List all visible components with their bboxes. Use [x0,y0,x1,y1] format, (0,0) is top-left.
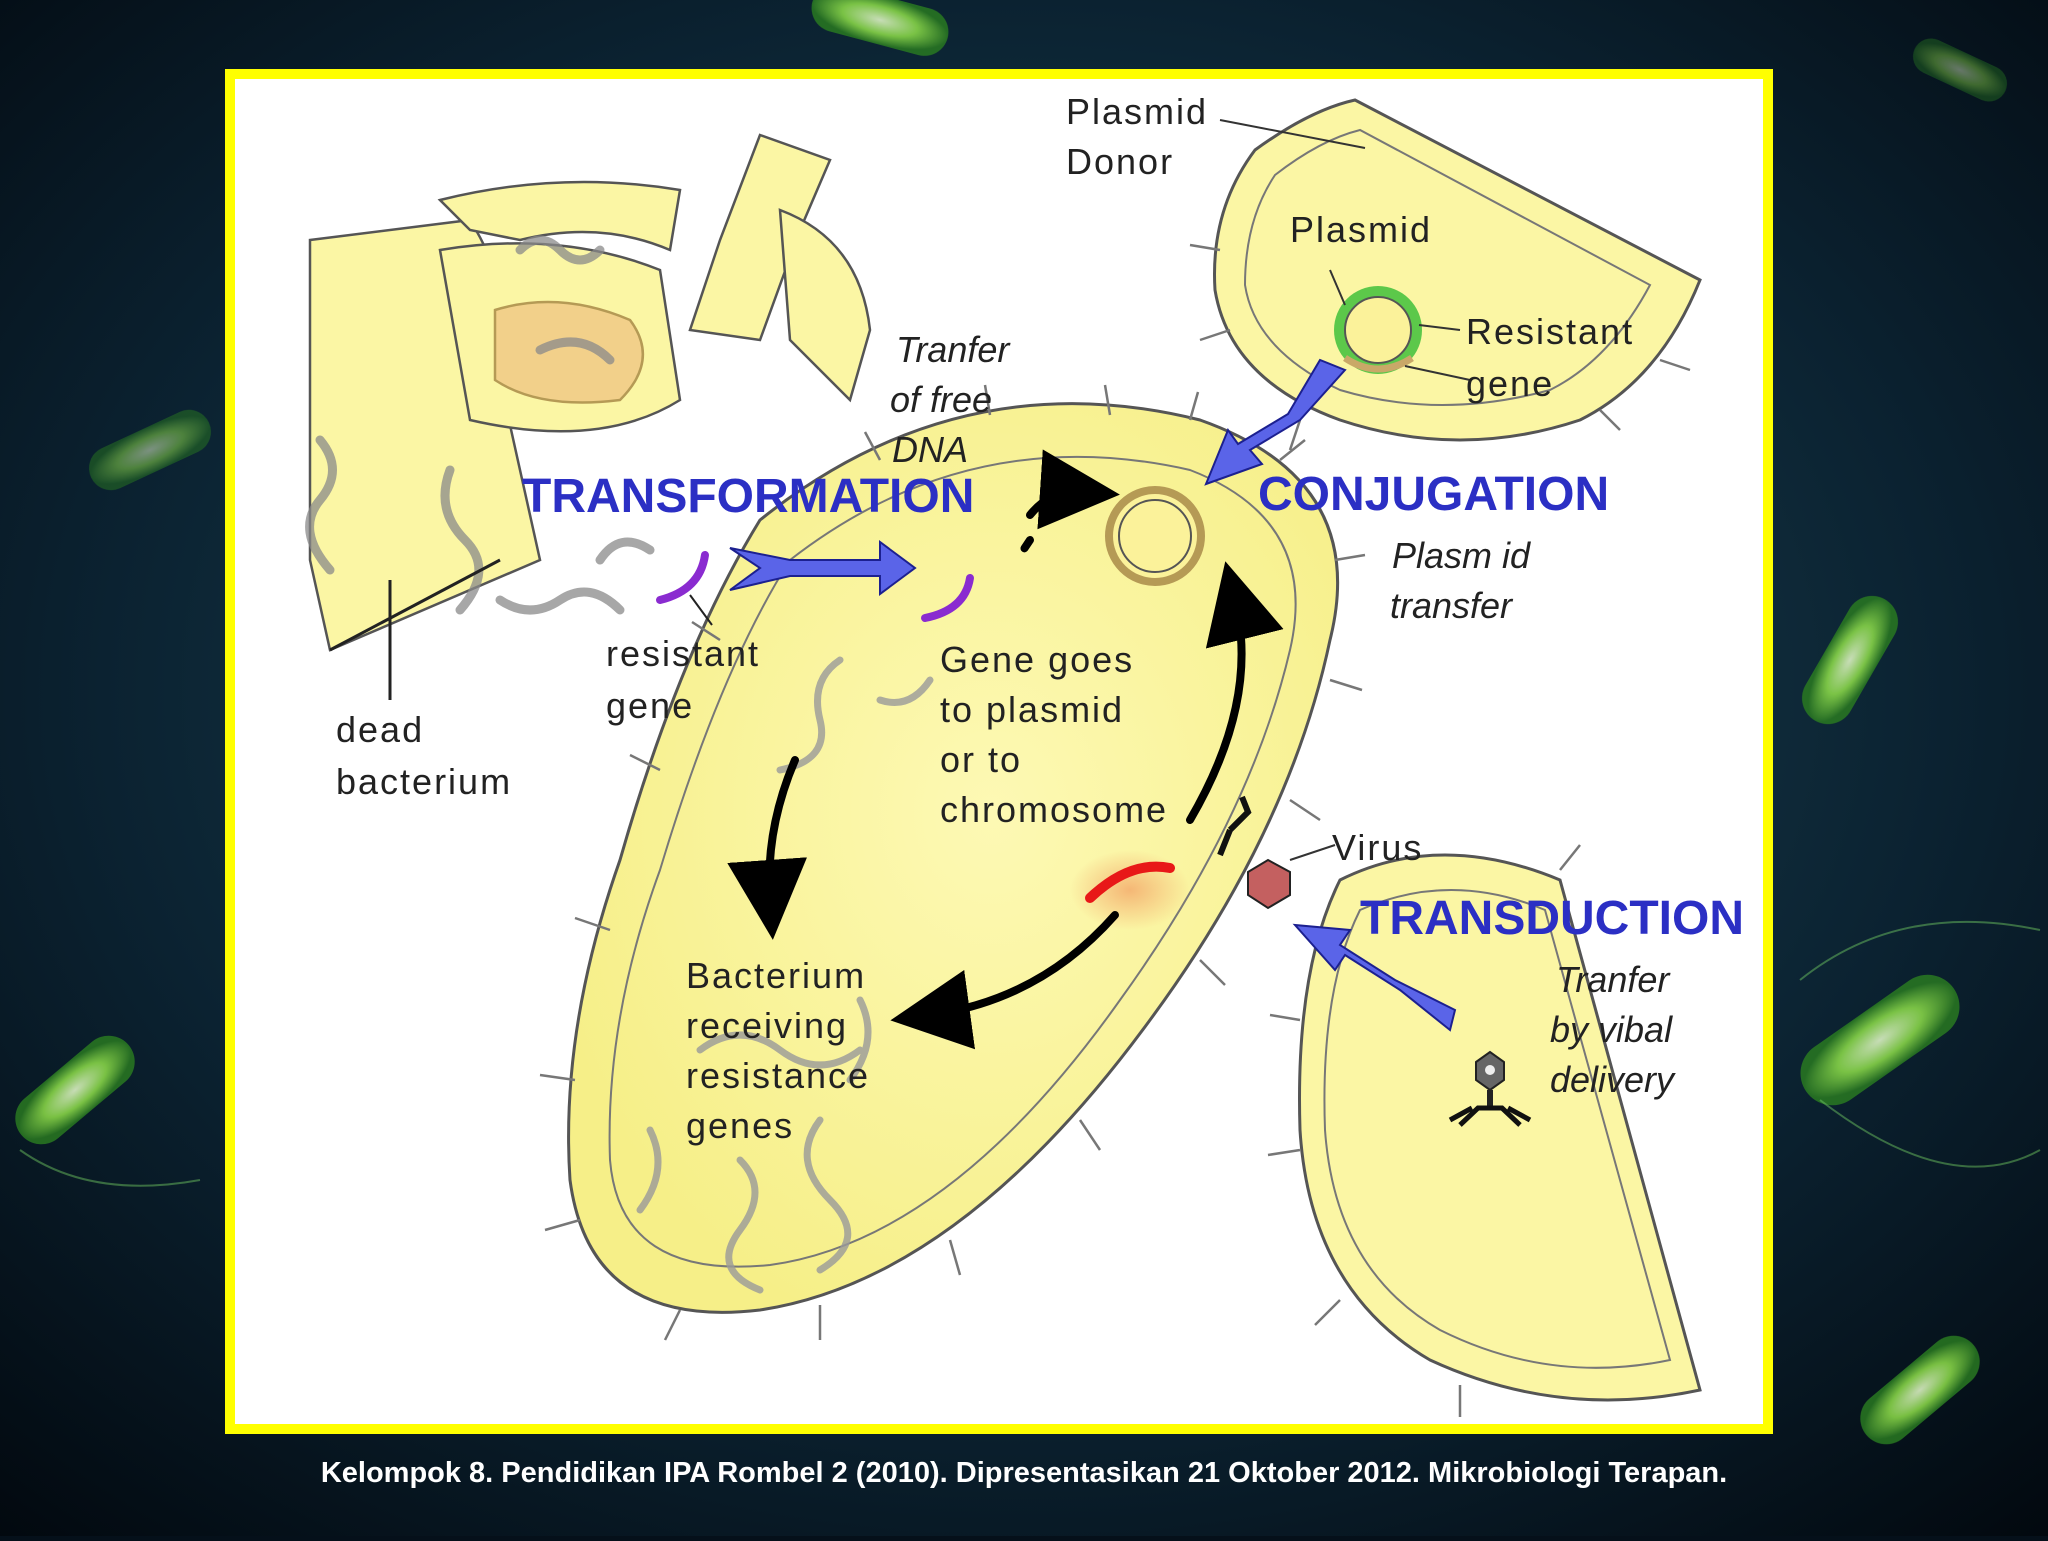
heading-transformation: TRANSFORMATION [522,470,974,523]
transduction-donor-cell [1267,844,1702,1417]
label-gene-goes-3: or to [940,739,1022,780]
label-bacterium-receiving-2: receiving [686,1005,848,1046]
central-bacterium [539,384,1366,1341]
label-plasmid-transfer-2: transfer [1390,585,1514,626]
label-transfer-free-dna-1: Tranfer [896,329,1011,370]
free-resistant-gene [656,551,709,604]
free-dna-strands [305,235,655,615]
label-virus: Virus [1332,827,1423,868]
label-gene-goes-1: Gene goes [940,639,1134,680]
label-gene-goes-2: to plasmid [940,689,1124,730]
label-transfer-free-dna-2: of free [890,379,992,420]
label-plasmid-donor-1: Plasmid [1066,91,1208,132]
footer-credit: Kelompok 8. Pendidikan IPA Rombel 2 (201… [321,1457,1727,1489]
label-transfer-viral-2: by vibal [1550,1009,1673,1050]
label-resistant-gene-top-1: Resistant [1466,311,1634,352]
label-bacterium-receiving-4: genes [686,1105,794,1146]
label-plasmid-donor-2: Donor [1066,141,1174,182]
label-transfer-viral-1: Tranfer [1556,959,1671,1000]
label-resistant-gene-top-2: gene [1466,363,1554,404]
conjugation-arrow [1204,358,1347,486]
label-bacterium-receiving-3: resistance [686,1055,870,1096]
label-plasmid: Plasmid [1290,209,1432,250]
dead-bacterium [308,133,872,652]
blue-arrows [729,358,1457,1032]
label-gene-goes-4: chromosome [940,789,1168,830]
label-transfer-viral-3: delivery [1550,1059,1676,1100]
transduced-resistant-gene [1085,861,1175,903]
bacteriophage-icon [1448,1050,1532,1127]
label-dead-bacterium-1: dead [336,709,424,750]
heading-conjugation: CONJUGATION [1258,468,1609,521]
transduction-arrow [1292,923,1457,1032]
label-dead-bacterium-2: bacterium [336,761,512,802]
plasmid-donor-cell [1189,98,1702,451]
cycle-arrows [727,449,1284,1050]
incoming-resistant-gene [921,574,974,622]
label-transfer-free-dna-3: DNA [892,429,968,470]
label-bacterium-receiving-1: Bacterium [686,955,866,996]
label-resistant-gene-2: gene [606,685,694,726]
transformation-arrow [729,540,917,596]
label-resistant-gene-1: resistant [606,633,760,674]
background-bacteria [15,0,2041,1445]
heading-transduction: TRANSDUCTION [1360,892,1744,945]
virus-icon [1217,795,1336,910]
label-plasmid-transfer-1: Plasm id [1392,535,1531,576]
